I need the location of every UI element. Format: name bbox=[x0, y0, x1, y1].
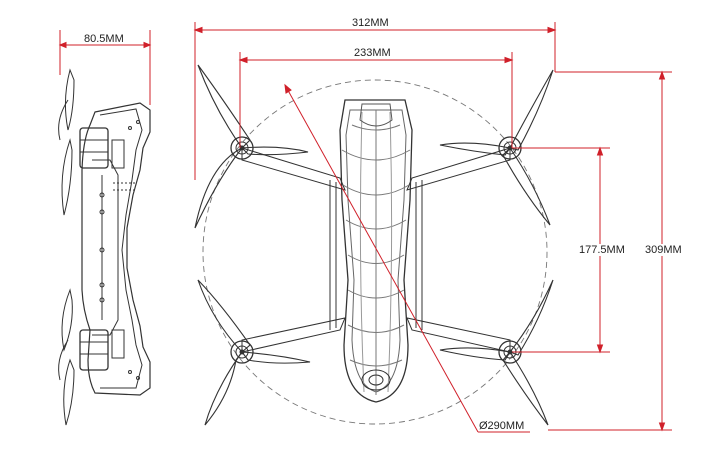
top-view bbox=[194, 64, 554, 426]
diameter-label: Ø290MM bbox=[479, 420, 525, 432]
propeller-rear-right bbox=[439, 279, 554, 426]
propeller-rear-left bbox=[197, 279, 311, 426]
overall-length-label: 309MM bbox=[644, 244, 683, 256]
dimension-lines bbox=[193, 22, 672, 433]
motor-spacing-label: 177.5MM bbox=[578, 244, 626, 256]
side-view bbox=[58, 68, 151, 426]
side-width-label: 80.5MM bbox=[84, 33, 124, 45]
propeller-front-right bbox=[439, 69, 554, 226]
overall-width-label: 312MM bbox=[352, 17, 389, 29]
propeller-front-left bbox=[194, 64, 309, 229]
side-width-dimension bbox=[58, 30, 152, 105]
motor-width-label: 233MM bbox=[354, 47, 391, 59]
